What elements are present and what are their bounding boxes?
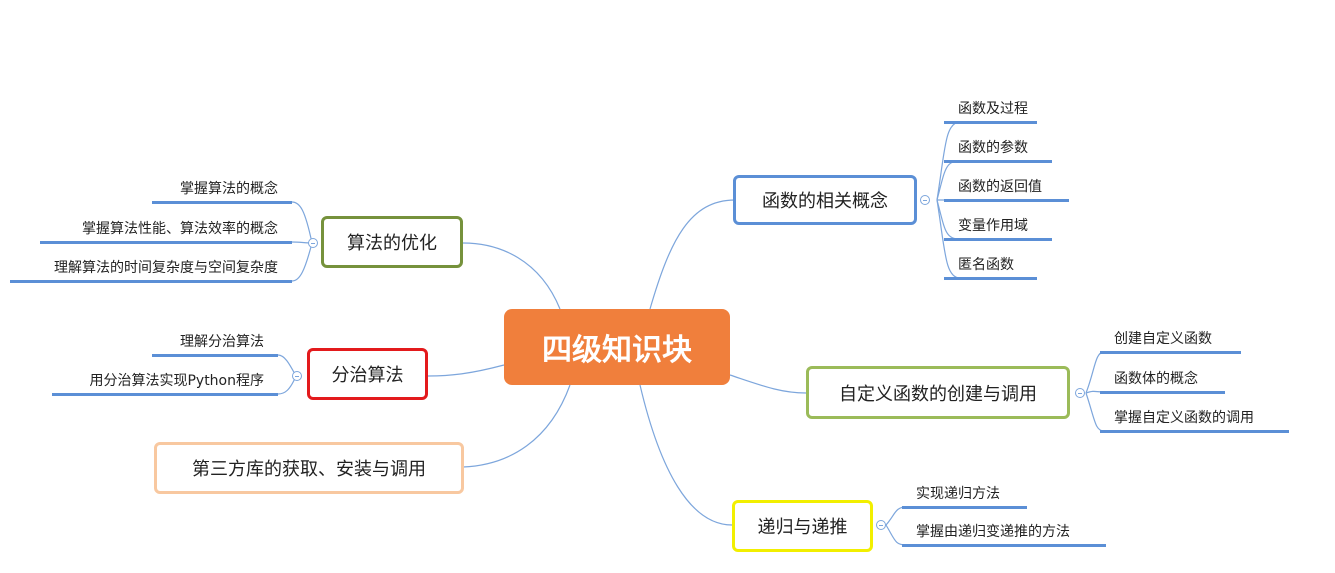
- leaf-recursion-to-iteration[interactable]: 掌握由递归变递推的方法: [902, 519, 1106, 547]
- central-topic[interactable]: 四级知识块: [504, 309, 730, 385]
- leaf-implement-recursion[interactable]: 实现递归方法: [902, 481, 1027, 509]
- collapse-toggle-icon[interactable]: [308, 238, 318, 248]
- branch-third-party-library[interactable]: 第三方库的获取、安装与调用: [154, 442, 464, 494]
- leaf-divide-conquer-python[interactable]: 用分治算法实现Python程序: [52, 368, 278, 396]
- leaf-create-custom-function[interactable]: 创建自定义函数: [1100, 326, 1241, 354]
- leaf-algorithm-concept[interactable]: 掌握算法的概念: [152, 176, 292, 204]
- collapse-toggle-icon[interactable]: [876, 520, 886, 530]
- leaf-variable-scope[interactable]: 变量作用域: [944, 213, 1052, 241]
- branch-divide-and-conquer[interactable]: 分治算法: [307, 348, 428, 400]
- leaf-time-space-complexity[interactable]: 理解算法的时间复杂度与空间复杂度: [10, 255, 292, 283]
- collapse-toggle-icon[interactable]: [920, 195, 930, 205]
- collapse-toggle-icon[interactable]: [1075, 388, 1085, 398]
- branch-recursion[interactable]: 递归与递推: [732, 500, 873, 552]
- branch-custom-function[interactable]: 自定义函数的创建与调用: [806, 366, 1070, 419]
- leaf-function-parameters[interactable]: 函数的参数: [944, 135, 1052, 163]
- leaf-function-return-value[interactable]: 函数的返回值: [944, 174, 1069, 202]
- leaf-call-custom-function[interactable]: 掌握自定义函数的调用: [1100, 405, 1289, 433]
- leaf-function-body-concept[interactable]: 函数体的概念: [1100, 366, 1225, 394]
- leaf-function-and-procedure[interactable]: 函数及过程: [944, 96, 1037, 124]
- leaf-understand-divide-conquer[interactable]: 理解分治算法: [152, 329, 278, 357]
- leaf-algorithm-performance[interactable]: 掌握算法性能、算法效率的概念: [40, 216, 292, 244]
- branch-function-concepts[interactable]: 函数的相关概念: [733, 175, 917, 225]
- leaf-anonymous-function[interactable]: 匿名函数: [944, 252, 1037, 280]
- collapse-toggle-icon[interactable]: [292, 371, 302, 381]
- branch-algorithm-optimization[interactable]: 算法的优化: [321, 216, 463, 268]
